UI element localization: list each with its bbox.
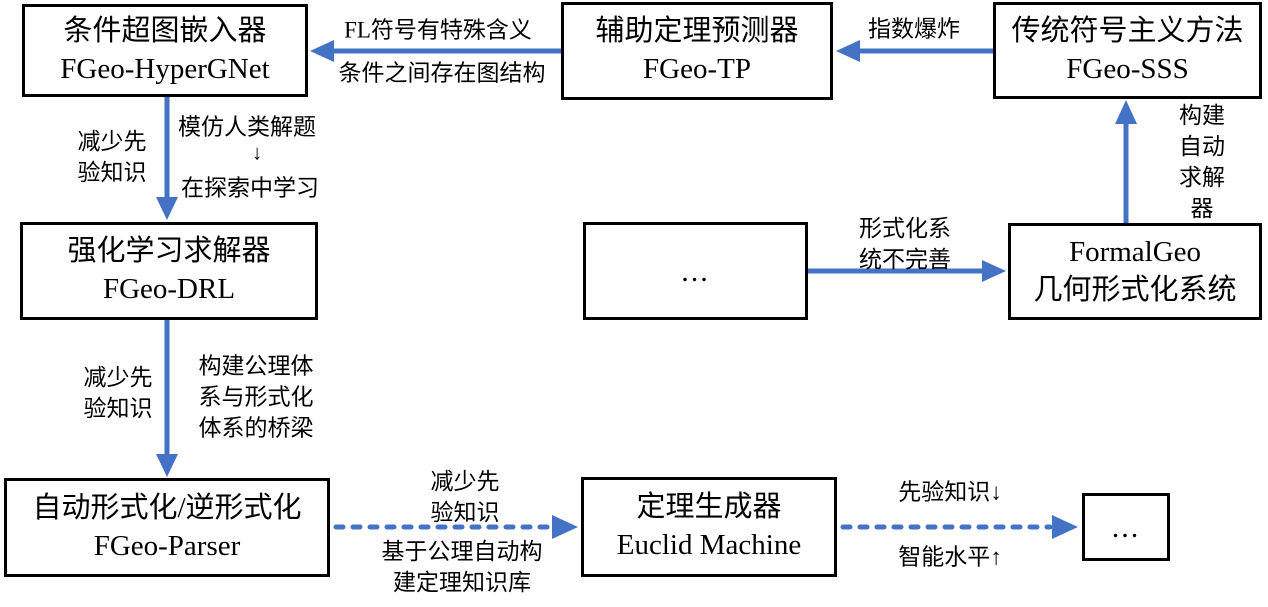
arrowhead-left-icon [310, 40, 334, 62]
node-subtitle: 几何形式化系统 [1033, 273, 1237, 306]
node-subtitle: FGeo-DRL [102, 273, 236, 305]
edge-label-imitate-human: 模仿人类解题 [178, 114, 316, 140]
edge-label-exponential-explosion: 指数爆炸 [868, 16, 960, 42]
arrow-formalgeo-to-sss [1115, 100, 1137, 223]
node-subtitle: FGeo-TP [643, 53, 751, 85]
arrowhead-right-icon [1052, 515, 1078, 539]
arrow-parser-to-euclid-dashed [333, 515, 578, 539]
node-title: 传统符号主义方法 [1011, 14, 1244, 47]
arrowhead-up-icon [1115, 100, 1137, 124]
arrowhead-down-icon [156, 454, 178, 477]
ellipsis-dots: ... [1111, 510, 1141, 544]
edge-label-formal-system-incomplete: 形式化系 统不完善 [859, 215, 951, 272]
arrow-euclid-to-ellipsis-dashed [840, 515, 1078, 539]
node-fgeo-drl: 强化学习求解器 FGeo-DRL [20, 222, 318, 320]
node-title: 辅助定理预测器 [595, 15, 799, 48]
down-arrow-icon: ↓ [251, 140, 263, 165]
node-fgeo-parser: 自动形式化/逆形式化 FGeo-Parser [4, 478, 330, 577]
node-title: 强化学习求解器 [67, 235, 271, 268]
node-title: 自动形式化/逆形式化 [32, 491, 302, 524]
node-title: 条件超图嵌入器 [63, 14, 267, 47]
arrowhead-down-icon [156, 197, 178, 220]
edge-label-reduce-prior-3: 减少先 验知识 [430, 468, 500, 525]
node-ellipsis-end: ... [1082, 493, 1170, 561]
node-ellipsis-middle: ... [583, 222, 808, 320]
edge-label-learn-exploration: 在探索中学习 [181, 175, 319, 201]
arrowhead-left-icon [836, 40, 860, 62]
edge-label-prior-knowledge-down: 先验知识↓ [898, 479, 1002, 505]
arrow-drl-to-parser [156, 320, 178, 477]
arrow-sss-to-tp [836, 40, 993, 62]
edge-label-intelligence-up: 智能水平↑ [898, 544, 1002, 570]
node-fgeo-hypergnet: 条件超图嵌入器 FGeo-HyperGNet [22, 4, 308, 97]
arrowhead-right-icon [982, 260, 1006, 282]
arrow-tp-to-hypergnet [310, 40, 561, 62]
node-title: 定理生成器 [636, 491, 782, 524]
node-subtitle: FGeo-Parser [93, 529, 241, 562]
edge-label-reduce-prior-1: 减少先 验知识 [77, 128, 147, 185]
ellipsis-dots: ... [681, 254, 710, 288]
edge-label-build-auto-solver: 构建自动 求解器 [1179, 102, 1225, 222]
arrow-hypergnet-to-drl [156, 97, 178, 220]
edge-label-reduce-prior-2: 减少先 验知识 [83, 364, 153, 421]
node-subtitle: FGeo-SSS [1066, 52, 1189, 85]
edge-label-fl-special: FL符号有特殊含义 [344, 17, 532, 43]
arrow-ellipsis-to-formalgeo [808, 260, 1006, 282]
node-fgeo-tp: 辅助定理预测器 FGeo-TP [561, 2, 833, 100]
edge-label-graph-structure: 条件之间存在图结构 [338, 60, 546, 86]
node-formalgeo: FormalGeo 几何形式化系统 [1008, 223, 1262, 320]
node-title: FormalGeo [1068, 235, 1202, 268]
edge-label-bridge-axiom-formal: 构建公理体 系与形式化 体系的桥梁 [198, 353, 314, 441]
node-subtitle: FGeo-HyperGNet [60, 52, 270, 85]
node-fgeo-sss: 传统符号主义方法 FGeo-SSS [993, 2, 1262, 99]
node-euclid-machine: 定理生成器 Euclid Machine [581, 477, 837, 577]
edge-label-axiom-theorem-kb: 基于公理自动构 建定理知识库 [381, 538, 543, 595]
arrowhead-right-icon [552, 515, 578, 539]
node-subtitle: Euclid Machine [616, 529, 802, 561]
